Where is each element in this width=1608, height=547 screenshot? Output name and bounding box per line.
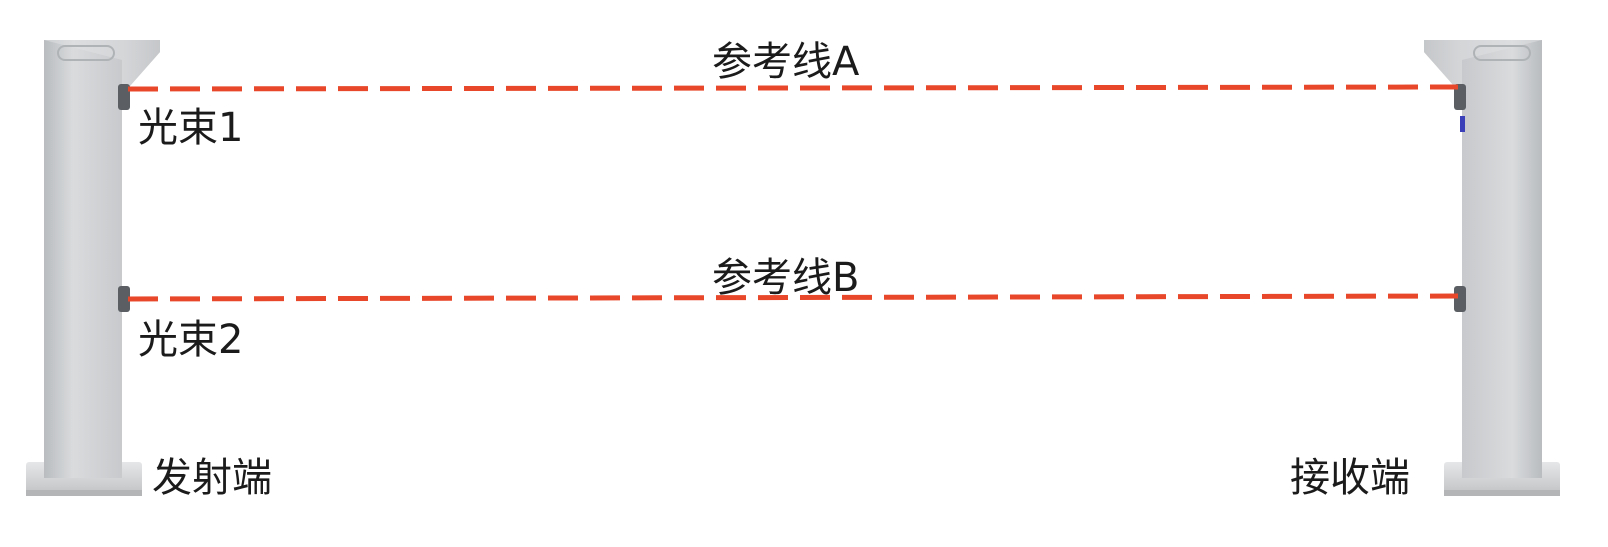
receiver-indicator <box>1460 116 1465 132</box>
receiver-lens-1 <box>1454 84 1466 110</box>
emitter-label: 发射端 <box>152 455 272 501</box>
reference-line-b-label: 参考线B <box>712 255 860 301</box>
receiver-top-face <box>1424 40 1542 95</box>
receiver-post-icon <box>1424 40 1560 496</box>
receiver-top-slot <box>1473 45 1531 61</box>
emitter-lens-2 <box>118 286 130 312</box>
emitter-top-face <box>44 40 160 95</box>
reference-line-b <box>127 293 1459 302</box>
reference-line-a-label: 参考线A <box>712 39 860 85</box>
reference-line-a <box>127 84 1459 92</box>
receiver-label: 接收端 <box>1290 455 1410 501</box>
emitter-body <box>44 40 160 478</box>
beam-1-label: 光束1 <box>138 105 244 151</box>
emitter-lens-1 <box>118 84 130 110</box>
receiver-base-edge <box>1444 490 1560 496</box>
receiver-body <box>1424 40 1542 478</box>
receiver-lens-2 <box>1454 286 1466 312</box>
emitter-base-edge <box>26 490 142 496</box>
emitter-post-icon <box>26 40 160 496</box>
beam-2-label: 光束2 <box>138 317 244 363</box>
emitter-top-slot <box>57 45 115 61</box>
